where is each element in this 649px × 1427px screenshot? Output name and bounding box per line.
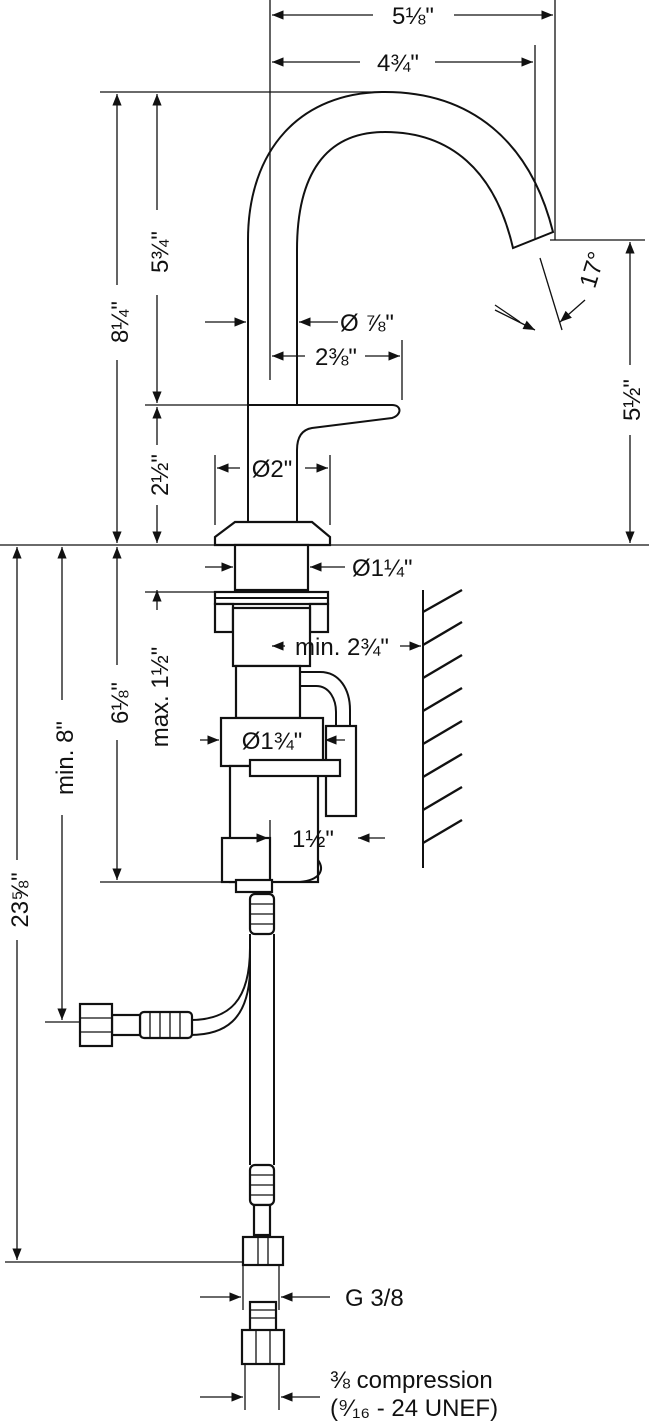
shank	[233, 543, 310, 592]
dim-total-height: 8¼"	[107, 301, 134, 343]
dim-hose-length: 23⅝"	[7, 872, 34, 927]
dim-max-deck-thickness: max. 1½"	[147, 647, 174, 748]
spout-outline	[247, 90, 555, 405]
supply-hoses	[78, 892, 285, 1267]
faucet-body	[213, 90, 555, 894]
dim-spout-outlet-height: 5½"	[619, 379, 646, 421]
dim-offset-small: 1½"	[292, 826, 334, 853]
wall-hatch	[422, 588, 463, 868]
dim-overall-reach: 5⅛"	[392, 3, 434, 30]
dim-handle-length: 2⅜"	[315, 344, 357, 371]
dim-spout-height-upper: 5¾"	[147, 231, 174, 273]
compression-fitting	[240, 1300, 286, 1366]
hose-nut	[241, 1235, 285, 1267]
dim-compression-line2: (⁹⁄₁₆ - 24 UNEF)	[330, 1395, 498, 1422]
dim-hose-thread: G 3/8	[345, 1285, 404, 1312]
dim-spout-diameter: Ø ⅞"	[340, 310, 394, 337]
handle-lever	[248, 404, 401, 525]
deck-base	[213, 520, 332, 547]
dim-handle-height: 2½"	[147, 454, 174, 496]
dim-min-wall-distance: min. 2¾"	[295, 634, 389, 661]
dim-drain-diameter: Ø1¾"	[242, 728, 303, 755]
dim-min-supply-height: min. 8"	[52, 721, 79, 795]
dim-shank-diameter: Ø1¼"	[352, 555, 413, 582]
dim-spout-angle: 17°	[575, 249, 611, 292]
drain-connector	[219, 716, 325, 768]
dim-body-below-deck: 6⅛"	[107, 682, 134, 724]
dim-base-diameter: Ø2"	[252, 456, 293, 483]
dimension-labels: 5⅛" 4¾" 8¼" 5¾" 2½" 5½" 17° Ø ⅞" 2⅜" Ø2"…	[7, 3, 646, 1422]
dim-spout-reach: 4¾"	[377, 50, 419, 77]
side-hose-nut	[78, 1002, 114, 1048]
dim-compression-line1: ⅜ compression	[330, 1367, 493, 1394]
